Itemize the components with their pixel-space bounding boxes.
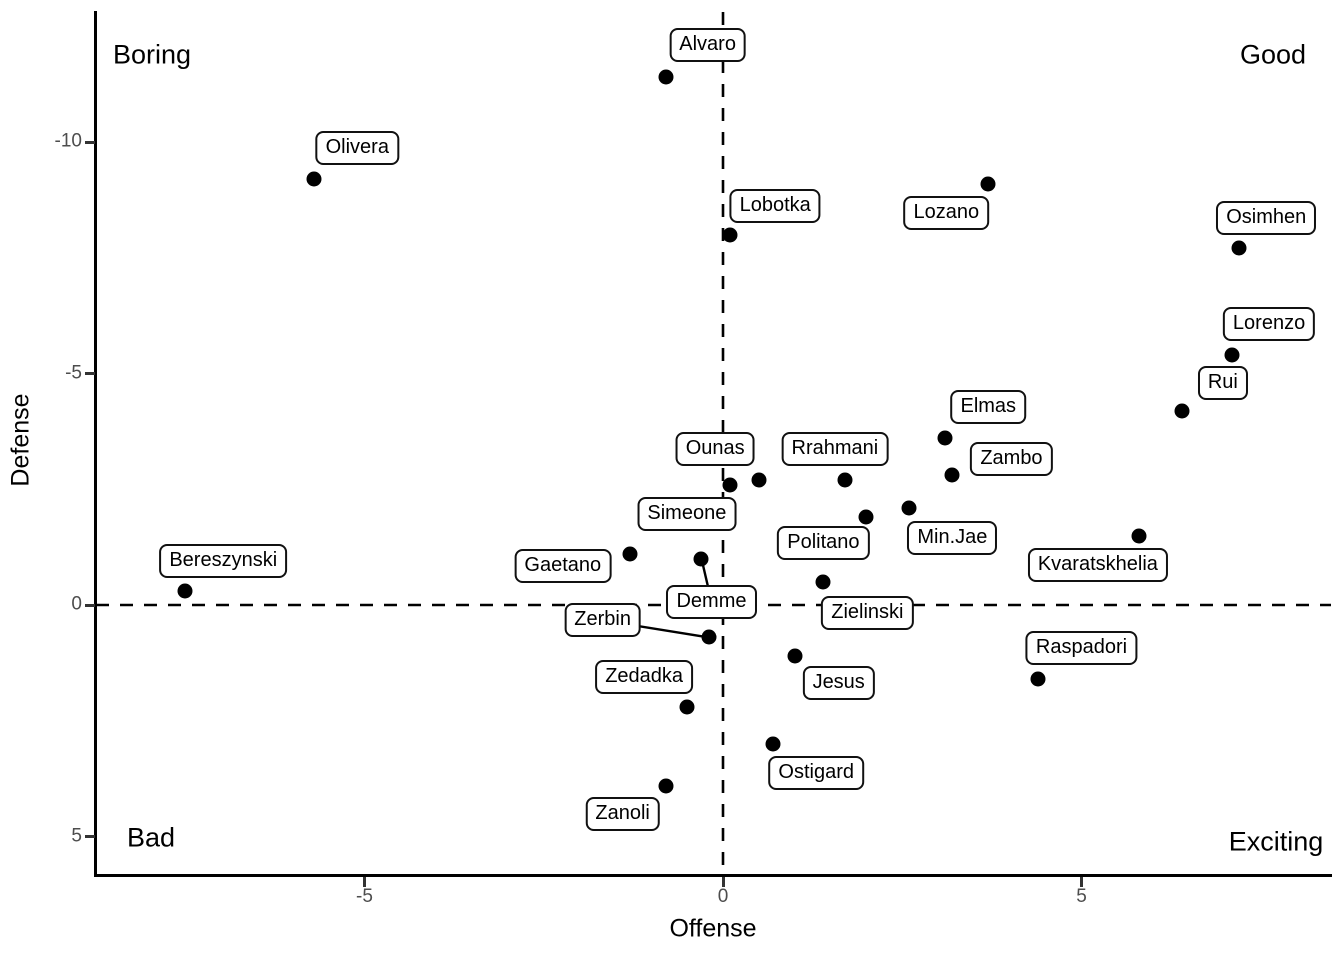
data-point-ostigard [765,736,781,752]
point-label-osimhen: Osimhen [1216,201,1317,236]
point-label-lozano: Lozano [903,195,990,230]
point-label-olivera: Olivera [315,131,399,166]
y-axis-line [94,11,97,877]
quadrant-label-boring: Boring [112,39,192,70]
point-label-zambo: Zambo [970,442,1053,477]
y-tick-label-0: 0 [71,593,82,615]
data-point-zedadka [679,699,695,715]
data-point-zielinski [815,574,831,590]
x-tick-label--5: -5 [356,886,373,907]
data-point-zanoli [658,778,674,794]
x-axis-line [94,874,1332,877]
point-label-elmas: Elmas [950,390,1027,425]
y-tick-label--10: -10 [54,130,82,152]
x-tick-5 [1080,877,1083,887]
x-tick-label-0: 0 [717,886,729,907]
point-label-rui: Rui [1197,365,1248,400]
point-label-alvaro: Alvaro [669,28,746,63]
data-point-simeone [751,472,767,488]
data-point-raspadori [1030,671,1046,687]
point-label-min-jae: Min.Jae [907,520,998,555]
data-point-lobotka [722,227,738,243]
y-tick--5 [85,372,95,375]
data-point-osimhen [1231,240,1247,256]
point-label-zerbin: Zerbin [564,603,642,638]
point-label-zanoli: Zanoli [585,796,660,831]
point-label-zielinski: Zielinski [821,595,914,630]
data-point-lorenzo [1224,347,1240,363]
point-label-politano: Politano [777,526,870,561]
quadrant-label-bad: Bad [126,822,176,853]
point-label-bereszynski: Bereszynski [159,544,288,579]
y-axis-title: Defense [6,393,35,487]
data-point-lozano [980,176,996,192]
x-axis-title: Offense [669,914,757,943]
data-point-demme [693,551,709,567]
data-point-zambo [944,467,960,483]
point-label-gaetano: Gaetano [514,549,612,584]
data-point-min-jae [901,500,917,516]
point-label-raspadori: Raspadori [1025,631,1138,666]
y-tick--10 [85,140,95,144]
quadrant-label-good: Good [1239,39,1307,70]
point-label-lorenzo: Lorenzo [1222,306,1316,341]
point-label-jesus: Jesus [802,665,875,700]
data-point-zerbin [701,629,717,645]
data-point-alvaro [658,69,674,85]
point-label-lobotka: Lobotka [729,188,821,223]
data-point-bereszynski [177,583,193,599]
point-label-kvaratskhelia: Kvaratskhelia [1027,547,1168,582]
point-label-rrahmani: Rrahmani [781,431,889,466]
data-point-rui [1174,403,1190,419]
y-tick-label--5: -5 [65,362,82,384]
point-label-demme: Demme [666,584,757,619]
point-label-zedadka: Zedadka [595,659,694,694]
point-label-ounas: Ounas [675,431,755,466]
y-tick-0 [85,603,95,607]
point-label-ostigard: Ostigard [768,755,864,790]
data-point-gaetano [622,546,638,562]
data-point-kvaratskhelia [1131,528,1147,544]
y-tick-5 [85,835,95,838]
data-point-jesus [787,648,803,664]
quadrant-label-exciting: Exciting [1228,826,1324,857]
y-tick-label-5: 5 [71,825,82,847]
x-tick-label-5: 5 [1076,886,1087,907]
data-point-elmas [937,430,953,446]
data-point-ounas [722,477,738,493]
x-tick--5 [363,877,366,887]
point-label-simeone: Simeone [637,496,737,531]
data-point-rrahmani [837,472,853,488]
x-tick-0 [721,877,725,887]
data-point-olivera [306,171,322,187]
data-point-politano [858,509,874,525]
